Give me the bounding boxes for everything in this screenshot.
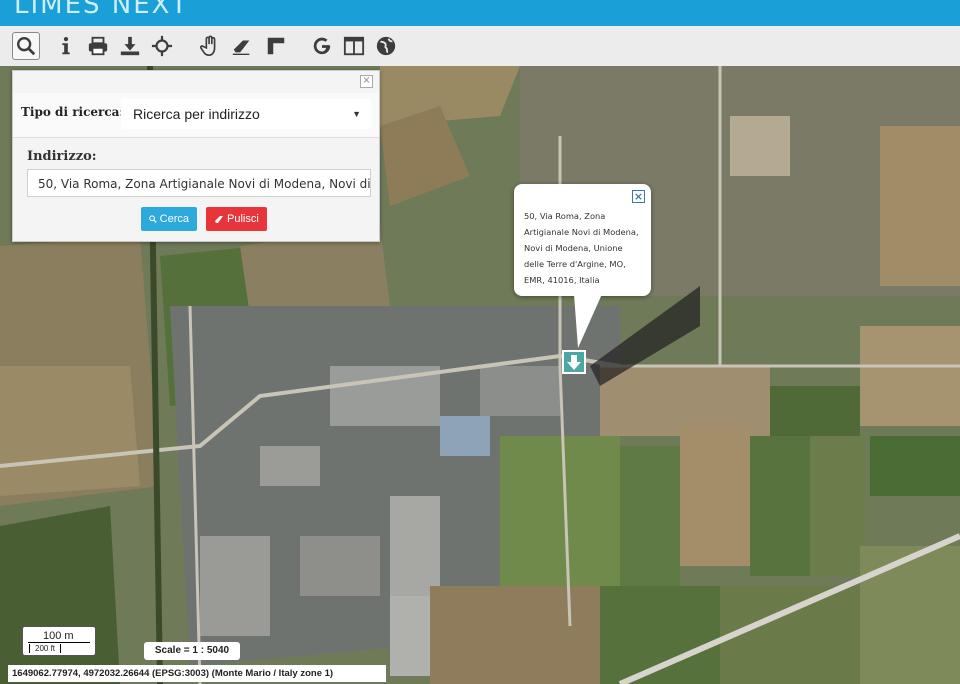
popup-line: 50, Via Roma, Zona <box>524 211 606 221</box>
print-icon <box>88 36 108 56</box>
scale-ratio: Scale = 1 : 5040 <box>144 642 240 660</box>
popup-close-button[interactable]: × <box>632 190 645 203</box>
pan-tool[interactable] <box>196 32 224 60</box>
measure-icon <box>267 37 285 55</box>
measure-tool[interactable] <box>262 32 290 60</box>
globe-tool[interactable] <box>372 32 400 60</box>
pulisci-button[interactable]: Pulisci <box>206 207 267 231</box>
app-header: LIMES NEXT <box>0 0 960 26</box>
popup-line: Novi di Modena, Unione <box>524 243 623 253</box>
info-icon <box>62 37 70 55</box>
split-view-icon <box>343 36 365 56</box>
cerca-button[interactable]: Cerca <box>141 207 197 231</box>
popup-tail <box>574 294 602 348</box>
zoom-search-icon <box>17 37 36 56</box>
coordinates-readout: 1649062.77974, 4972032.26644 (EPSG:3003)… <box>8 665 386 682</box>
location-marker-icon[interactable] <box>562 350 586 374</box>
search-icon <box>149 215 157 223</box>
info-tool[interactable] <box>52 32 80 60</box>
indirizzo-input[interactable]: 50, Via Roma, Zona Artigianale Novi di M… <box>27 169 371 197</box>
popup-line: delle Terre d'Argine, MO, <box>524 259 626 269</box>
pan-hand-icon <box>200 35 216 56</box>
download-tool[interactable] <box>116 32 144 60</box>
eraser-icon <box>215 216 223 223</box>
locate-crosshair-icon <box>151 35 173 57</box>
scale-imperial: 200 ft <box>29 644 62 653</box>
tipo-ricerca-value: Ricerca per indirizzo <box>133 106 260 122</box>
locate-tool[interactable] <box>148 32 176 60</box>
tipo-ricerca-select[interactable]: Ricerca per indirizzo ▼ <box>121 99 371 129</box>
scale-bar: 100 m 200 ft <box>22 626 96 656</box>
print-tool[interactable] <box>84 32 112 60</box>
tipo-ricerca-label: Tipo di ricerca: <box>21 105 124 119</box>
popup-line: Artigianale Novi di Modena, <box>524 227 639 237</box>
indirizzo-label: Indirizzo: <box>27 149 97 164</box>
zoom-search-tool[interactable] <box>12 32 40 60</box>
toolbar <box>0 26 960 67</box>
popup-line: EMR, 41016, Italia <box>524 275 600 285</box>
scale-metric: 100 m <box>43 630 74 642</box>
split-view-tool[interactable] <box>340 32 368 60</box>
scale-line <box>28 642 90 643</box>
search-panel: × Tipo di ricerca: Ricerca per indirizzo… <box>12 70 380 242</box>
eraser-tool[interactable] <box>228 32 256 60</box>
app-title: LIMES NEXT <box>14 0 189 20</box>
globe-icon <box>376 36 396 56</box>
google-tool[interactable] <box>308 32 336 60</box>
pulisci-label: Pulisci <box>227 213 259 225</box>
google-icon <box>313 37 331 55</box>
search-panel-close-button[interactable]: × <box>360 75 373 88</box>
eraser-icon <box>232 40 250 55</box>
chevron-down-icon: ▼ <box>352 109 361 119</box>
address-popup: × 50, Via Roma, Zona Artigianale Novi di… <box>514 184 651 296</box>
download-icon <box>120 36 140 56</box>
cerca-label: Cerca <box>159 213 189 225</box>
